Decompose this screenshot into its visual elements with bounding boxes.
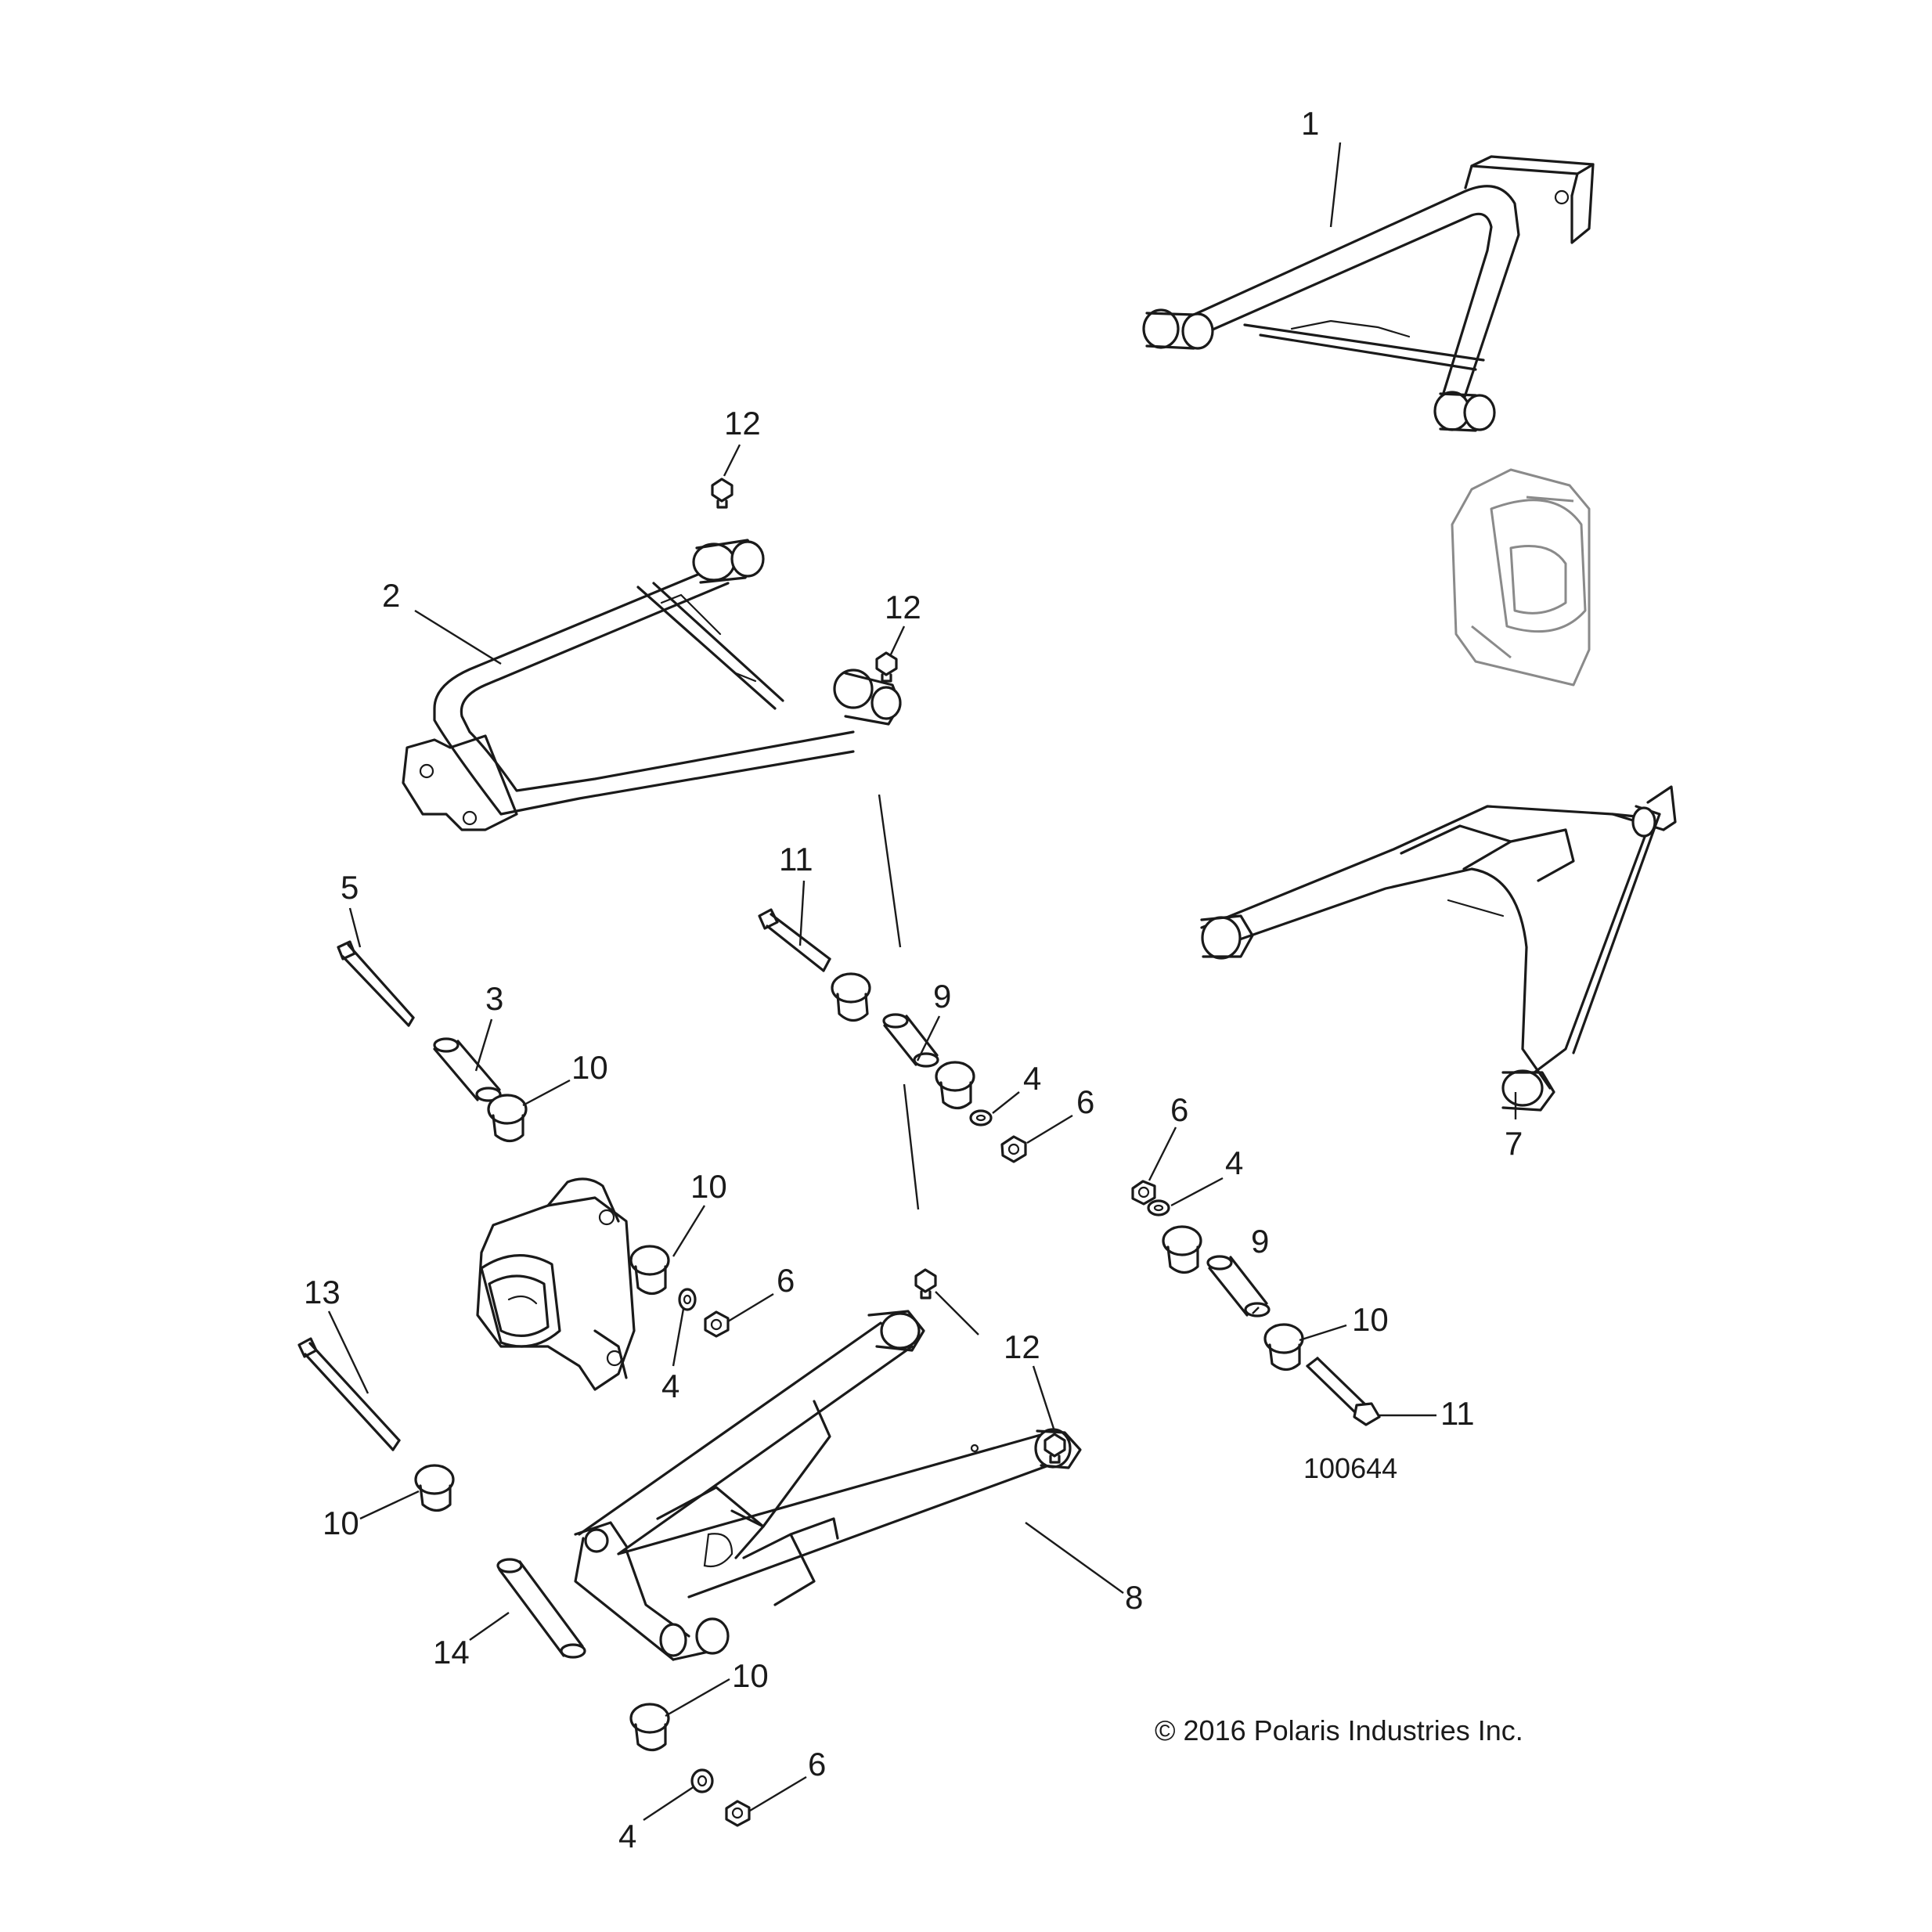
callout-10-e: 10 <box>732 1657 769 1694</box>
callout-12-lower: 12 <box>1004 1328 1040 1365</box>
washer-part-4-c <box>678 1288 697 1311</box>
nut-part-6-d <box>725 1800 751 1827</box>
callout-6-d: 6 <box>808 1746 826 1782</box>
callout-4-c: 4 <box>661 1368 679 1404</box>
grease-fitting-part-12-d <box>1043 1433 1066 1464</box>
callout-4-d: 4 <box>618 1818 636 1855</box>
reference-number: 100644 <box>1303 1452 1397 1484</box>
callout-14: 14 <box>433 1634 470 1671</box>
callout-10-a: 10 <box>571 1049 608 1086</box>
callout-11-lower: 11 <box>1440 1395 1475 1432</box>
bushing-part-10-a <box>487 1094 528 1143</box>
upper-a-arm-part-1 <box>1142 155 1595 432</box>
callout-1: 1 <box>1301 105 1319 142</box>
callout-9-lower: 9 <box>1251 1223 1269 1260</box>
bushing-part-10-c <box>414 1464 455 1512</box>
lower-arm-part-7 <box>1200 785 1677 1112</box>
callout-9-upper: 9 <box>933 978 951 1015</box>
bushing-part-10-b <box>629 1245 670 1296</box>
grease-fitting-part-12-c <box>914 1268 937 1299</box>
callout-4-a: 4 <box>1023 1060 1041 1097</box>
sleeve-part-14 <box>496 1558 586 1659</box>
explode-lines <box>878 794 920 1210</box>
bolt-part-11-upper <box>758 908 831 972</box>
nut-part-6-c <box>704 1310 730 1338</box>
wheel-hub-knuckle <box>476 1177 636 1391</box>
callout-6-a: 6 <box>1076 1083 1094 1120</box>
callout-6-b: 6 <box>1170 1091 1188 1128</box>
upper-a-arm-part-2 <box>402 539 902 831</box>
bushing-part-10-d <box>1263 1323 1304 1372</box>
bolt-part-13 <box>297 1337 401 1451</box>
callout-10-b: 10 <box>690 1168 727 1205</box>
callout-10-d: 10 <box>1352 1301 1389 1338</box>
bolt-part-5 <box>337 940 415 1027</box>
callout-8: 8 <box>1125 1579 1143 1616</box>
bushing-right-mid <box>1162 1225 1202 1274</box>
grease-fitting-part-12-b <box>875 651 898 683</box>
callout-leaders <box>327 142 1517 1822</box>
sleeve-part-9-lower <box>1206 1255 1271 1317</box>
callout-5: 5 <box>341 869 359 906</box>
washer-part-4-d <box>690 1768 714 1793</box>
callout-12-top: 12 <box>724 405 761 442</box>
callout-6-c: 6 <box>777 1262 795 1299</box>
callout-4-b: 4 <box>1225 1144 1243 1181</box>
callout-7: 7 <box>1505 1125 1523 1162</box>
copyright-notice: © 2016 Polaris Industries Inc. <box>1155 1714 1523 1746</box>
sleeve-part-9-upper <box>882 1013 939 1068</box>
callout-10-c: 10 <box>323 1505 359 1541</box>
bushing-part-10-e <box>629 1703 670 1752</box>
callout-12-mid: 12 <box>885 589 921 625</box>
bushing-part-10-upper <box>831 972 871 1022</box>
nut-part-6-a <box>1000 1135 1027 1163</box>
callout-13: 13 <box>304 1274 341 1310</box>
wheel-hub-reference-ghost <box>1451 468 1591 687</box>
callout-labels: 1 12 2 12 11 5 3 9 10 4 6 6 4 7 10 6 4 1… <box>304 105 1523 1855</box>
callout-11-upper: 11 <box>779 841 813 878</box>
washer-part-4-b <box>1147 1199 1170 1217</box>
callout-2: 2 <box>382 577 400 614</box>
callout-3: 3 <box>485 980 503 1017</box>
nut-part-6-b <box>1131 1180 1156 1206</box>
bushing-upper-mid <box>935 1061 975 1110</box>
bolt-part-11-lower <box>1306 1357 1381 1426</box>
grease-fitting-part-12-a <box>711 478 734 509</box>
sleeve-part-3 <box>433 1037 502 1102</box>
washer-part-4-a <box>969 1109 993 1126</box>
